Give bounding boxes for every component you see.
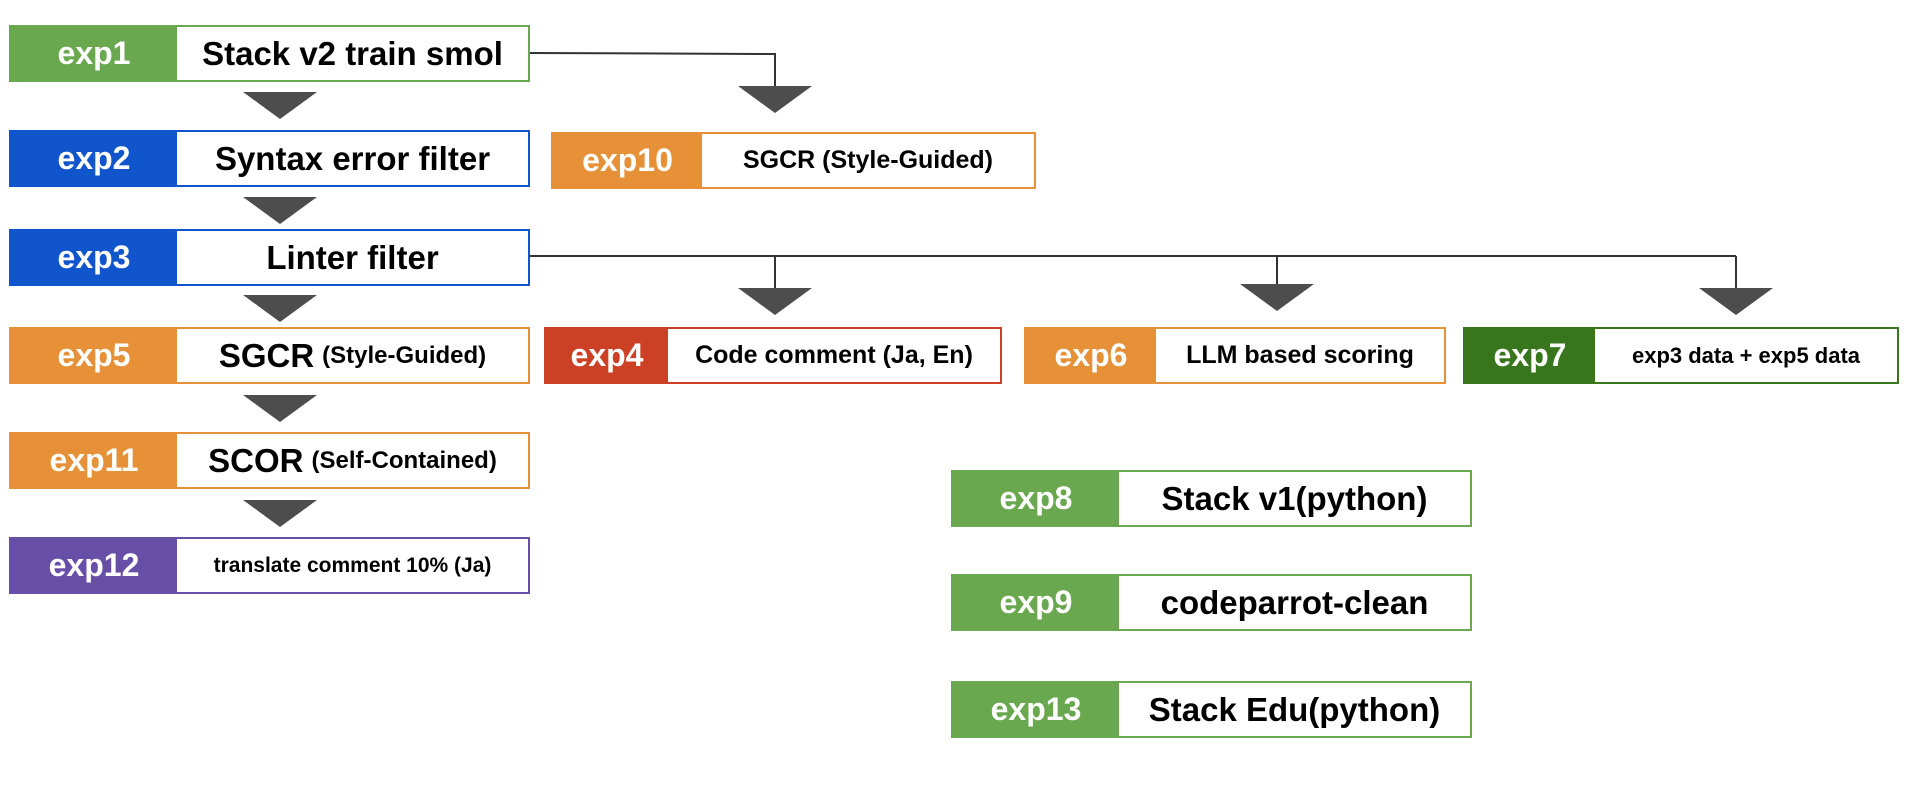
- node-label: Syntax error filter: [214, 139, 491, 177]
- node-exp10: exp10 SGCR (Style-Guided): [551, 132, 1036, 189]
- node-label: SGCR (Style-Guided): [742, 146, 993, 174]
- arrow-exp1-exp2: [243, 92, 317, 119]
- node-exp7: exp7 exp3 data + exp5 data: [1463, 327, 1899, 384]
- node-exp8: exp8 Stack v1(python): [951, 470, 1472, 527]
- node-tag: exp13: [953, 683, 1119, 736]
- arrow-exp3-exp6: [1240, 284, 1314, 311]
- node-exp1: exp1 Stack v2 train smol: [9, 25, 530, 82]
- arrow-exp1-exp10: [738, 86, 812, 113]
- node-exp5: exp5 SGCR (Style-Guided): [9, 327, 530, 384]
- node-tag: exp3: [11, 231, 177, 284]
- node-exp6: exp6 LLM based scoring: [1024, 327, 1446, 384]
- node-exp9: exp9 codeparrot-clean: [951, 574, 1472, 631]
- node-label: Stack v2 train smol: [202, 34, 503, 72]
- node-exp13: exp13 Stack Edu(python): [951, 681, 1472, 738]
- connector-exp1-exp10: [529, 52, 776, 86]
- node-label: LLM based scoring: [1186, 341, 1414, 369]
- node-label: Code comment (Ja, En): [695, 341, 973, 369]
- node-label: SCOR: [208, 441, 304, 479]
- node-exp12: exp12 translate comment 10% (Ja): [9, 537, 530, 594]
- node-label: codeparrot-clean: [1160, 583, 1429, 621]
- node-tag: exp8: [953, 472, 1119, 525]
- node-tag: exp7: [1465, 329, 1595, 382]
- arrow-exp2-exp3: [243, 197, 317, 224]
- node-label: Stack v1(python): [1161, 479, 1428, 517]
- node-tag: exp12: [11, 539, 177, 592]
- arrow-exp3-exp7: [1699, 288, 1773, 315]
- node-exp4: exp4 Code comment (Ja, En): [544, 327, 1002, 384]
- arrow-exp3-exp5: [243, 295, 317, 322]
- node-label: exp3 data + exp5 data: [1631, 342, 1861, 368]
- node-label: SGCR: [218, 336, 315, 374]
- node-tag: exp9: [953, 576, 1119, 629]
- node-exp11: exp11 SCOR (Self-Contained): [9, 432, 530, 489]
- node-exp3: exp3 Linter filter: [9, 229, 530, 286]
- node-tag: exp2: [11, 132, 177, 185]
- node-tag: exp1: [11, 27, 177, 80]
- node-tag: exp5: [11, 329, 177, 382]
- node-tag: exp4: [546, 329, 668, 382]
- arrow-exp3-exp4: [738, 288, 812, 315]
- node-sublabel: (Self-Contained): [311, 446, 497, 474]
- node-tag: exp6: [1026, 329, 1156, 382]
- node-label: Stack Edu(python): [1148, 690, 1441, 728]
- node-tag: exp10: [553, 134, 702, 187]
- node-sublabel: (Style-Guided): [322, 341, 487, 369]
- arrow-exp11-exp12: [243, 500, 317, 527]
- node-label: Linter filter: [266, 238, 439, 276]
- node-label: translate comment 10% (Ja): [213, 553, 492, 577]
- node-exp2: exp2 Syntax error filter: [9, 130, 530, 187]
- node-tag: exp11: [11, 434, 177, 487]
- arrow-exp5-exp11: [243, 395, 317, 422]
